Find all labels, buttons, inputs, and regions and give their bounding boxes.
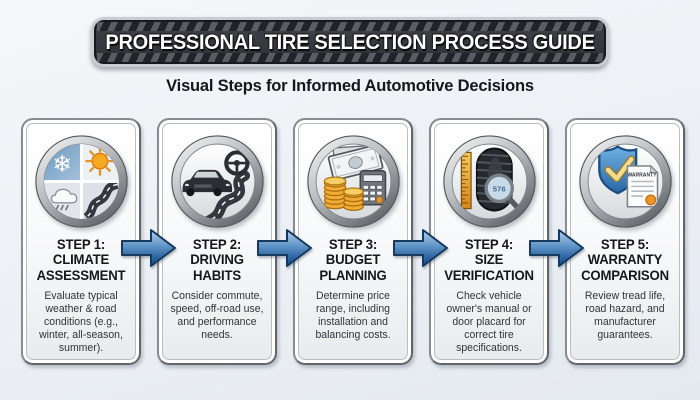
magnifier-icon: 576 <box>483 173 520 211</box>
warranty-document-icon: WARRANTY <box>626 164 659 208</box>
step-label: STEP 3: <box>328 236 378 252</box>
step-label: STEP 1: <box>56 236 106 252</box>
page-subtitle: Visual Steps for Informed Automotive Dec… <box>166 77 534 95</box>
step-label: STEP 2: <box>192 236 242 252</box>
step-description: Review tread life, road hazard, and manu… <box>584 290 666 342</box>
step-description: Check vehicle owner's manual or door pla… <box>446 290 532 354</box>
car-icon <box>182 169 232 197</box>
step-name: WARRANTY COMPARISON <box>581 251 669 283</box>
coin-stack-icon <box>323 176 364 212</box>
climate-weather-icon: ❄ <box>34 135 128 228</box>
arrow-right-icon <box>529 229 584 267</box>
step-card-1: ❄ S <box>21 118 141 365</box>
step-label: STEP 5: <box>600 236 650 252</box>
page-title: PROFESSIONAL TIRE SELECTION PROCESS GUID… <box>105 29 595 54</box>
tire-ruler-magnifier-icon: 576 <box>442 135 536 228</box>
arrow-right-icon <box>121 229 176 267</box>
arrow-right-icon <box>393 229 448 267</box>
step-description: Consider commute, speed, off-road use, a… <box>170 290 264 342</box>
rain-cloud-icon <box>50 188 77 204</box>
step-label: STEP 4: <box>464 236 514 252</box>
step-card-3: STEP 3: BUDGET PLANNING Determine price … <box>293 118 413 365</box>
step-description: Evaluate typical weather & road conditio… <box>39 290 123 354</box>
title-banner: PROFESSIONAL TIRE SELECTION PROCESS GUID… <box>91 17 609 67</box>
step-name: CLIMATE ASSESSMENT <box>36 251 126 283</box>
step-card-5: WARRANTY STEP 5: WARRANTY COMPARISON Rev… <box>565 118 685 365</box>
step-name: DRIVING HABITS <box>190 251 244 283</box>
arrow-right-icon <box>257 229 312 267</box>
money-coins-calculator-icon <box>306 135 400 228</box>
seal-icon <box>644 194 656 206</box>
warranty-shield-document-icon: WARRANTY <box>578 135 672 228</box>
step-name: BUDGET PLANNING <box>319 251 387 283</box>
step-name: SIZE VERIFICATION <box>444 251 534 283</box>
step-description: Determine price range, including install… <box>315 290 391 342</box>
snowflake-icon: ❄ <box>52 151 72 177</box>
steering-wheel-icon <box>223 150 250 176</box>
car-steering-road-icon <box>170 135 264 228</box>
ruler-icon <box>460 151 472 210</box>
document-label: WARRANTY <box>627 173 657 179</box>
steps-row: ❄ S <box>21 118 685 365</box>
magnifier-value: 576 <box>492 185 506 194</box>
calculator-icon <box>359 170 386 206</box>
